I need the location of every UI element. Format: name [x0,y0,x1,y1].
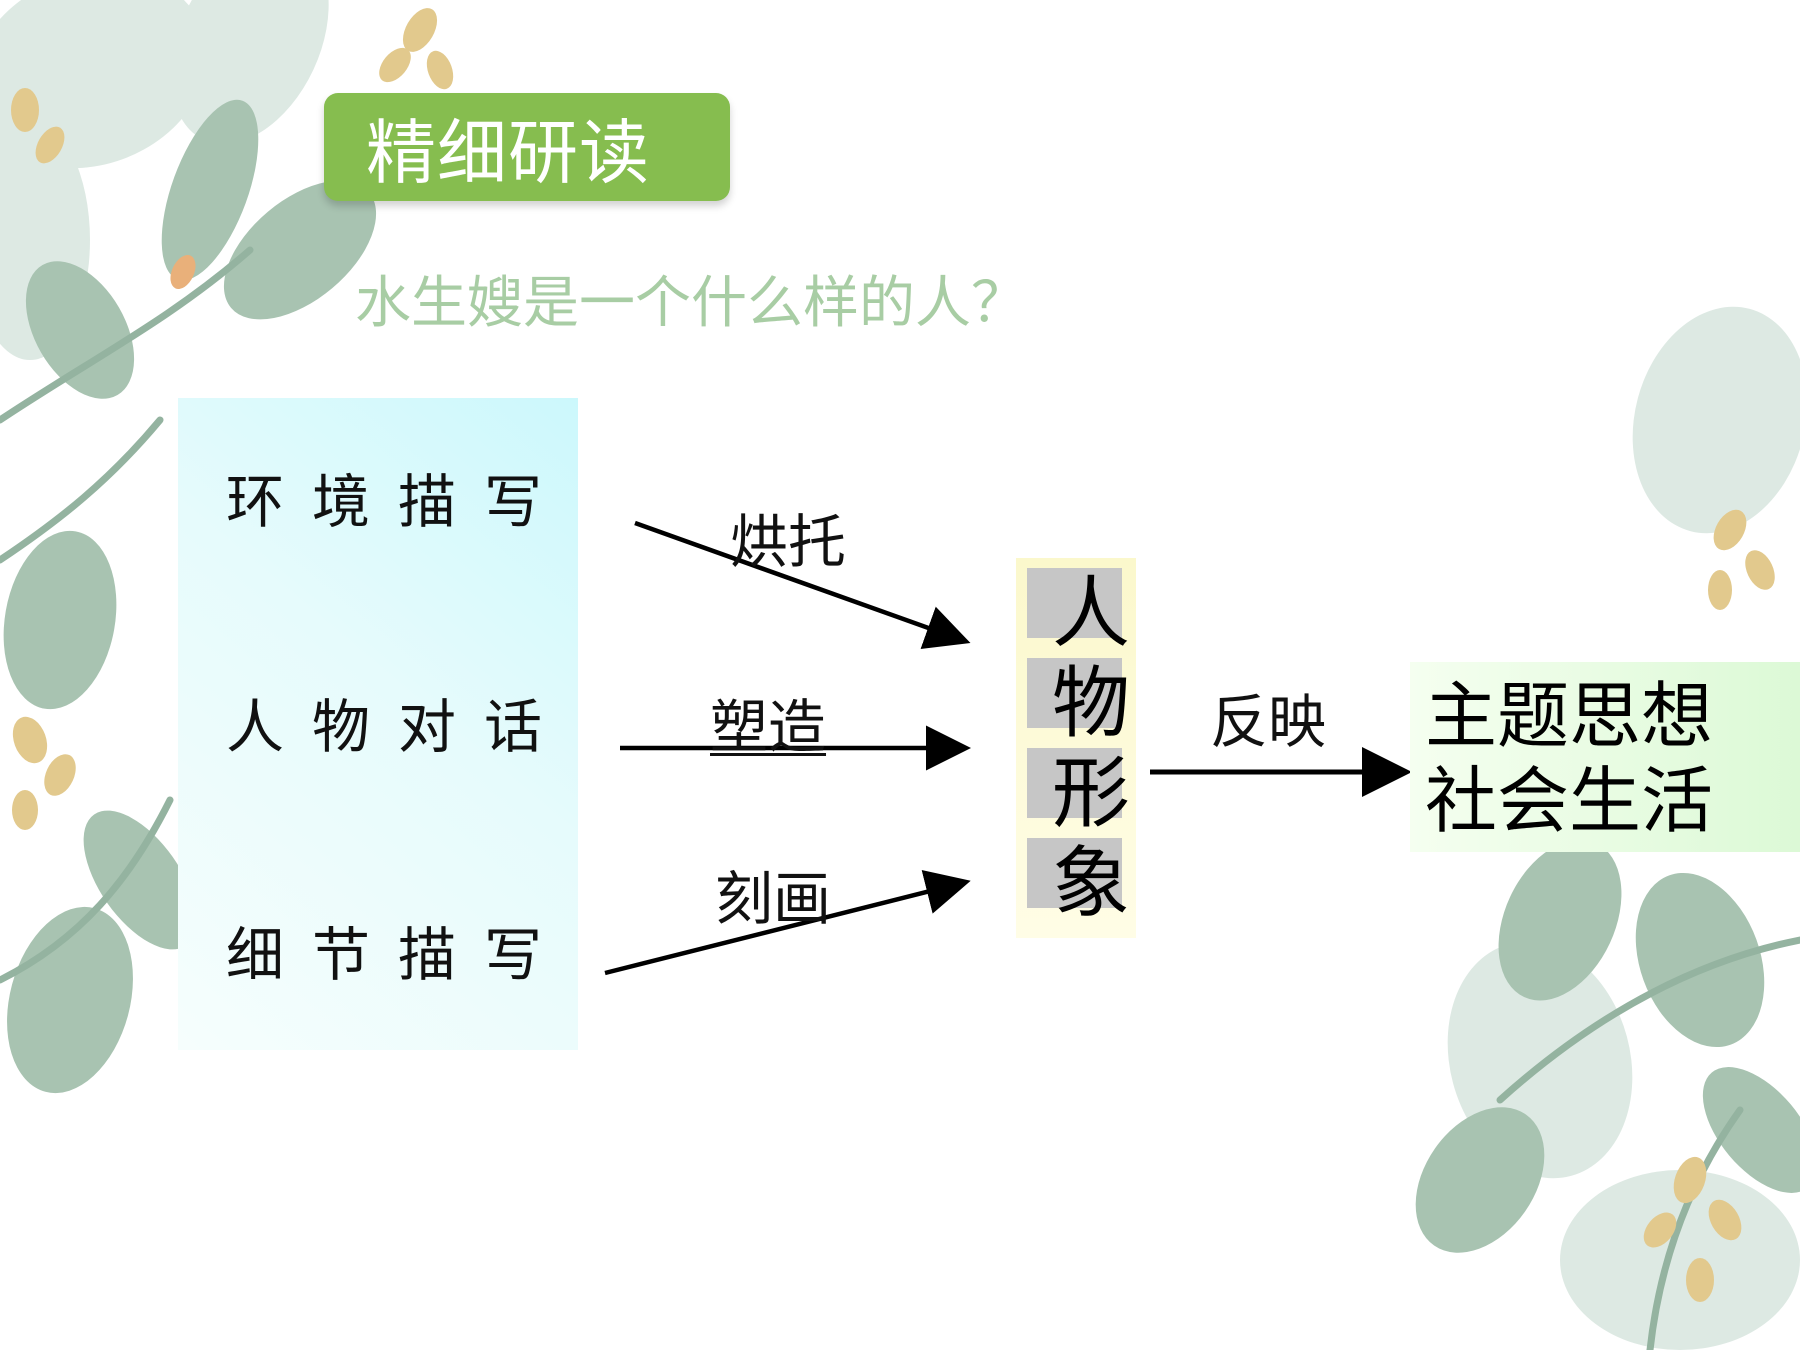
char-cell [1027,658,1122,728]
edge-label-reflect: 反映 [1210,688,1327,756]
method-dialogue: 人物对话 [226,693,571,761]
center-char-1: 人 [1052,569,1131,659]
edge-label-portray: 刻画 [715,865,832,933]
char-cell [1027,838,1122,908]
arrow-environment-to-center [634,520,971,650]
section-title: 精细研读 [366,111,650,194]
char-cell [1027,748,1122,818]
result-node [1410,662,1800,852]
result-line-theme: 主题思想 [1425,674,1714,758]
edge-label-shape: 塑造 [710,693,827,761]
center-char-3: 形 [1052,749,1131,839]
method-environment: 环境描写 [226,468,571,536]
methods-panel [178,398,578,1050]
edge-label-foil: 烘托 [730,508,847,576]
result-line-society: 社会生活 [1425,759,1714,843]
method-detail: 细节描写 [226,921,571,989]
arrow-detail-to-center [604,869,971,976]
section-title-badge: 精细研读 [324,93,730,201]
center-char-2: 物 [1052,659,1131,749]
char-cell [1027,568,1122,638]
question-prompt: 水生嫂是一个什么样的人？ [355,271,1027,336]
center-char-4: 象 [1052,839,1131,929]
